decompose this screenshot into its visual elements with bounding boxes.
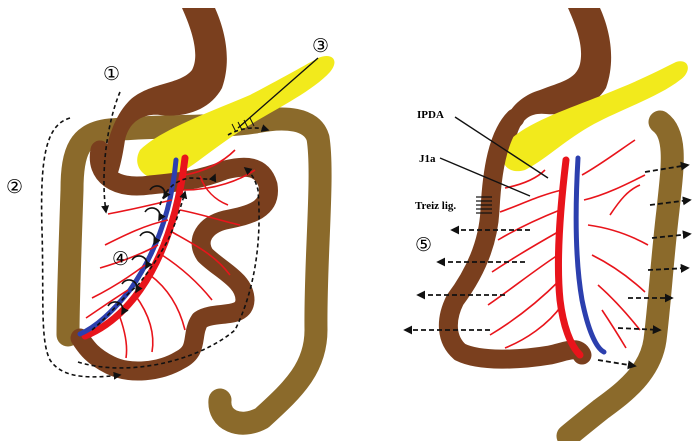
left-panel: ① ② ③ ④ [6,8,334,423]
ipda-label: IPDA [417,109,444,121]
step-marker-1: ① [103,63,120,85]
step-marker-5: ⑤ [415,234,432,256]
step-marker-3: ③ [312,35,329,57]
step-marker-4: ④ [112,248,129,270]
right-panel: IPDA J1a Treiz lig. ⑤ [405,8,690,436]
j1a-label: J1a [419,153,436,165]
treitz-ligament-label: Treiz lig. [415,200,456,212]
smv-right [576,158,604,352]
colon-right [568,122,672,436]
step-marker-2: ② [6,176,23,198]
